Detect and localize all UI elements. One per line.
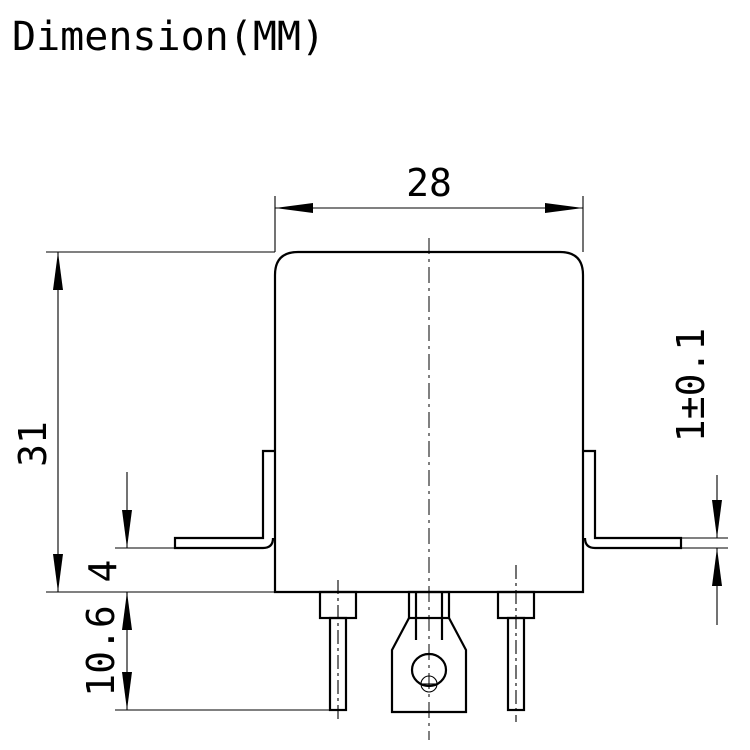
right-mounting-flange [583, 449, 683, 550]
height-label: 31 [11, 421, 55, 467]
drawing-title: Dimension(MM) [12, 14, 325, 60]
pin-length-label: 10.6 [79, 605, 123, 697]
flange-height-label: 4 [81, 560, 125, 583]
right-pin [496, 565, 536, 722]
flange-thickness-dimension: 1±0.1 [669, 328, 728, 625]
left-pin [318, 580, 358, 722]
center-pin-connector [390, 590, 468, 714]
left-mounting-flange [173, 449, 275, 550]
width-label: 28 [406, 161, 452, 205]
pin-length-dimension: 10.6 [79, 592, 330, 711]
width-dimension: 28 [274, 161, 584, 252]
height-dimension: 31 [11, 251, 275, 593]
flange-thickness-label: 1±0.1 [669, 328, 713, 442]
component-body [273, 250, 585, 594]
